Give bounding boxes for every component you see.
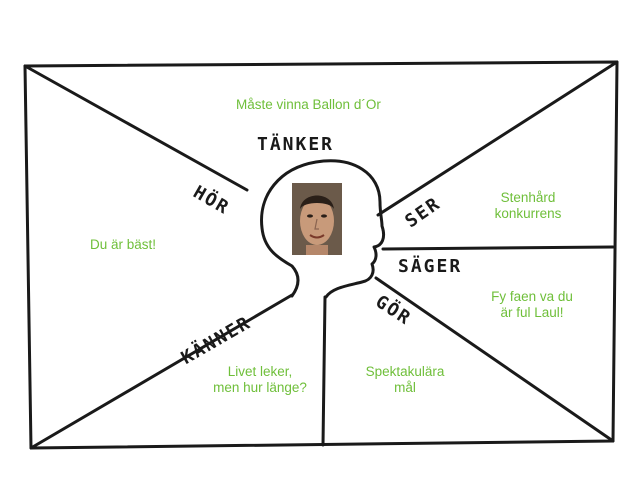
divider-bottom-right <box>374 276 615 443</box>
divider-bottom-left <box>29 293 294 450</box>
divider-top-right <box>376 60 619 217</box>
note-kanner-line-1: Livet leker, <box>227 364 293 379</box>
divider-right-horizontal <box>381 245 615 251</box>
note-tanker: Måste vinna Ballon d´Or <box>236 97 381 112</box>
note-hor: Du är bäst! <box>90 237 157 252</box>
section-sager: SÄGER <box>398 256 463 277</box>
note-sager: Fy faen va du är ful Laul! <box>472 289 592 321</box>
note-kanner-line-2: men hur länge? <box>213 380 307 396</box>
note-ser-line-2: konkurrens <box>494 206 562 222</box>
note-ser-line-1: Stenhård <box>500 190 556 205</box>
note-sager-line-2: är ful Laul! <box>500 305 564 321</box>
section-tanker: TÄNKER <box>257 134 335 155</box>
divider-bottom-vertical <box>321 295 327 447</box>
note-kanner: Livet leker, men hur länge? <box>200 364 320 396</box>
portrait-photo <box>292 183 342 255</box>
head-outline <box>260 159 386 299</box>
note-gor-line-1: Spektakulära <box>365 364 445 379</box>
note-sager-line-1: Fy faen va du <box>491 289 573 304</box>
note-ser: Stenhård konkurrens <box>478 190 578 222</box>
note-gor: Spektakulära mål <box>350 364 460 396</box>
note-gor-line-2: mål <box>394 380 416 396</box>
divider-top-left <box>23 64 249 192</box>
